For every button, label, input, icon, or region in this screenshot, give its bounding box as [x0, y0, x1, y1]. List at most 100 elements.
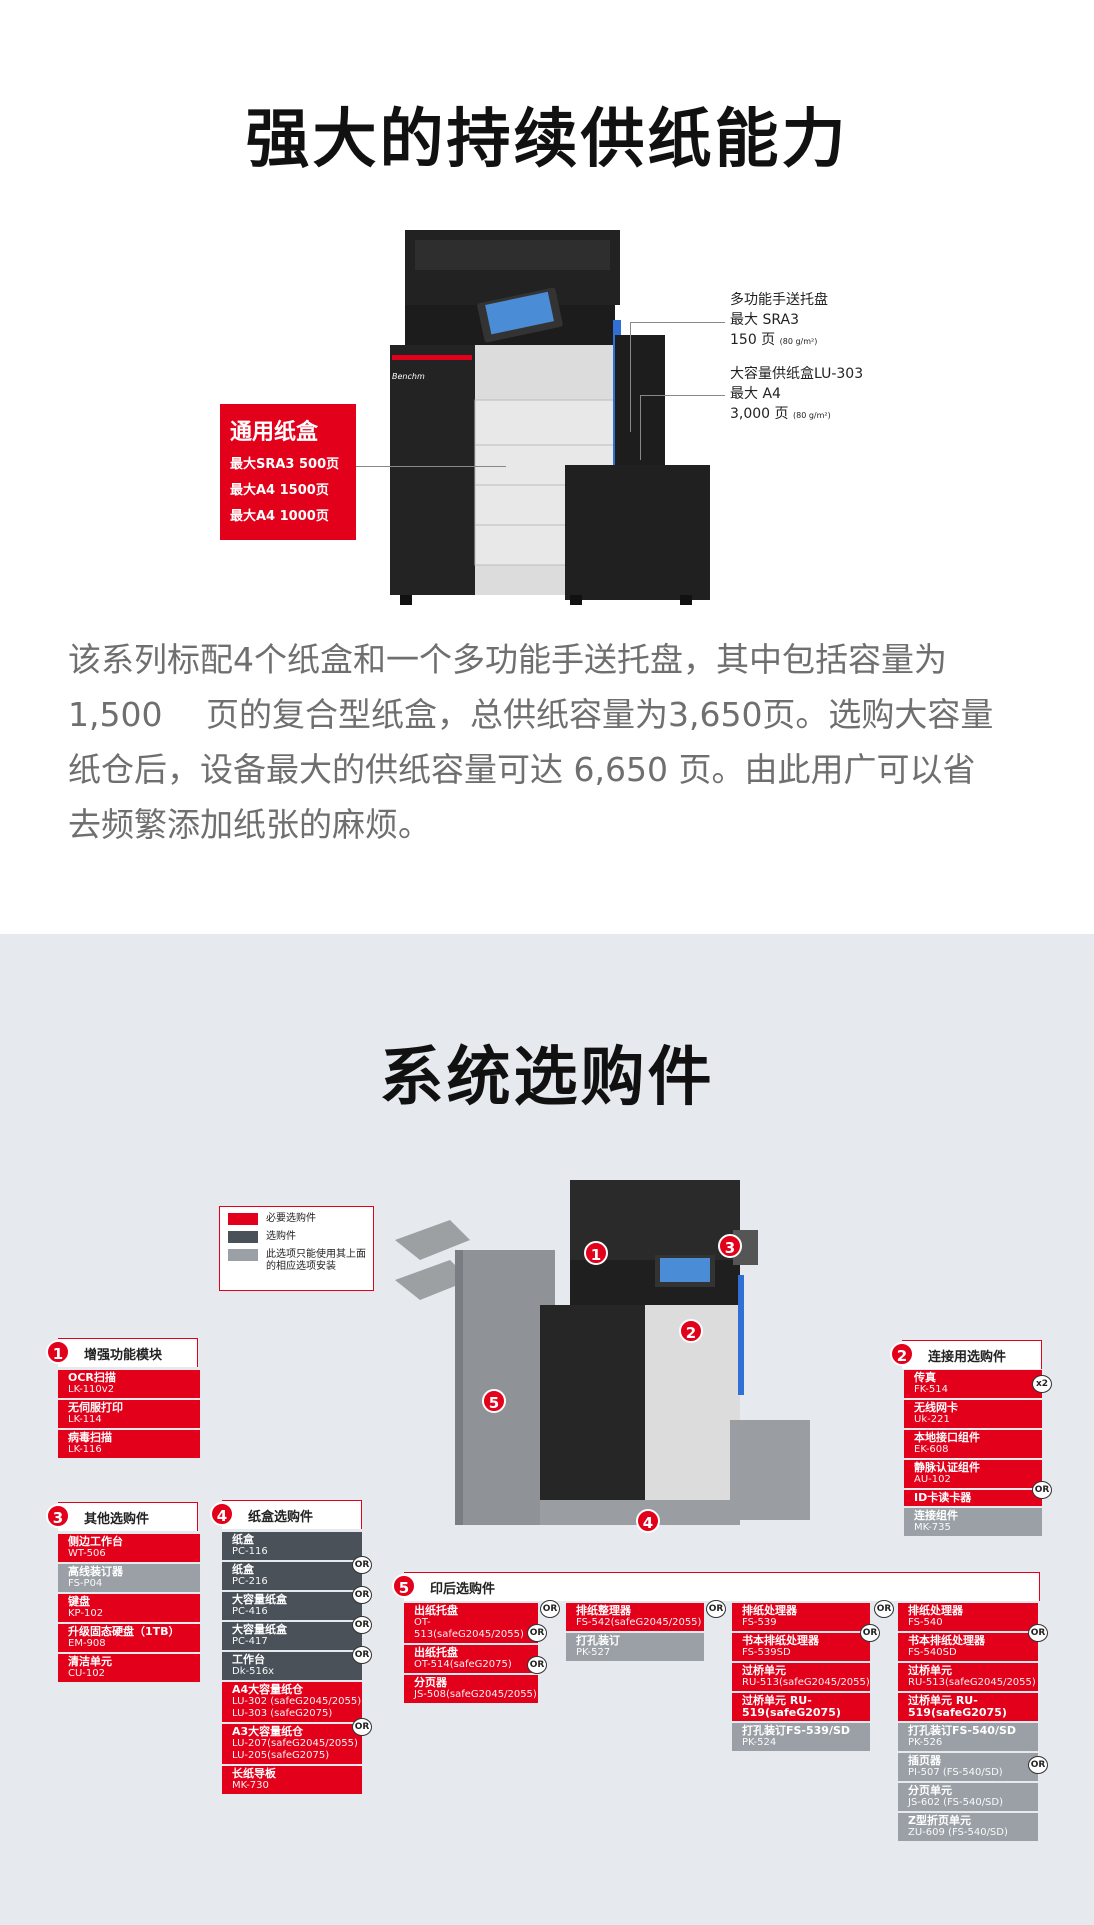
paper-supply-section: 强大的持续供纸能力 Benchm	[0, 0, 1094, 934]
group5-header: 印后选购件	[404, 1572, 1040, 1601]
option-code: FS-539	[742, 1617, 777, 1628]
option-name: 分页器	[414, 1676, 447, 1689]
option-code: OT-513(safeG2045/2055)	[414, 1617, 524, 1640]
option-name: 连接组件	[914, 1509, 958, 1522]
option-name: 升级固态硬盘（1TB）	[68, 1625, 180, 1638]
x2-badge: x2	[1032, 1375, 1052, 1393]
option-name: 大容量纸盒	[232, 1623, 287, 1636]
marker-5: 5	[482, 1389, 506, 1413]
option-name: 打孔装订FS-540/SD	[908, 1724, 1017, 1737]
group3-number: 3	[46, 1504, 70, 1528]
option-name: 分页单元	[908, 1784, 952, 1797]
or-badge: OR	[352, 1646, 372, 1664]
option-code: PC-417	[232, 1636, 268, 1647]
option-code: PK-524	[742, 1737, 777, 1748]
option-name: 插页器	[908, 1754, 941, 1767]
option-code: LU-302 (safeG2045/2055) LU-303 (safeG207…	[232, 1696, 362, 1719]
marker-1: 1	[584, 1241, 608, 1265]
option-name: 传真	[914, 1371, 936, 1384]
option-name: 书本排纸处理器	[742, 1634, 819, 1647]
description-paragraph: 该系列标配4个纸盒和一个多功能手送托盘，其中包括容量为 1,500 页的复合型纸…	[68, 632, 1028, 852]
option-code: RU-513(safeG2045/2055)	[742, 1677, 870, 1688]
group-title: 连接用选购件	[928, 1349, 1007, 1365]
legend-item: 必要选购件	[228, 1213, 373, 1225]
option-name: 病毒扫描	[68, 1431, 112, 1444]
option-code: LK-110v2	[68, 1384, 115, 1395]
group1-number: 1	[46, 1340, 70, 1364]
system-image	[395, 1180, 810, 1525]
universal-tray-box: 通用纸盒 最大SRA3 500页 最大A4 1500页 最大A4 1000页	[220, 404, 356, 540]
group4-header: 纸盒选购件	[222, 1500, 362, 1529]
option-code: PC-116	[232, 1546, 268, 1557]
option-code: PC-416	[232, 1606, 268, 1617]
paragraph-line: 纸仓后，设备最大的供纸容量可达 6,650 页。由此用广可以省	[68, 750, 976, 789]
option-code: WT-506	[68, 1548, 106, 1559]
callout-line	[630, 322, 631, 432]
or-badge: OR	[1032, 1481, 1052, 1499]
legend-label: 必要选购件	[266, 1213, 316, 1224]
legend-swatch	[228, 1249, 258, 1261]
callout-line	[630, 322, 725, 323]
option-name: 打孔装订	[576, 1634, 620, 1647]
group-title: 增强功能模块	[84, 1347, 163, 1363]
printer-image	[390, 230, 710, 605]
callout-text: 3,000 页	[730, 406, 789, 422]
or-badge: OR	[540, 1600, 560, 1618]
option-name: 清洁单元	[68, 1655, 112, 1668]
section-title: 系统选购件	[379, 1041, 715, 1115]
or-badge: OR	[352, 1586, 372, 1604]
callout-line	[356, 466, 506, 467]
option-code: OT-514(safeG2075)	[414, 1659, 512, 1670]
marker-3: 3	[718, 1234, 742, 1258]
option-name: 书本排纸处理器	[908, 1634, 985, 1647]
group-title: 印后选购件	[430, 1581, 496, 1597]
option-item: ID卡读卡器	[904, 1490, 1042, 1506]
option-code: FS-540SD	[908, 1647, 957, 1658]
option-code: LK-114	[68, 1414, 102, 1425]
tray-box-row: 最大SRA3 500页	[230, 457, 340, 472]
option-name: 过桥单元	[908, 1664, 952, 1677]
or-badge: OR	[860, 1624, 880, 1642]
option-name: ID卡读卡器	[914, 1491, 972, 1504]
option-code: JS-602 (FS-540/SD)	[908, 1797, 1004, 1808]
lcc-callout: 大容量供纸盒LU-303 最大 A4 3,000 页 (80 g/m²)	[730, 364, 863, 426]
or-badge: OR	[352, 1556, 372, 1574]
option-name: OCR扫描	[68, 1371, 116, 1384]
option-code: MK-735	[914, 1522, 951, 1533]
legend-label: 选购件	[266, 1231, 296, 1242]
callout-text: 最大 A4	[730, 386, 781, 402]
option-name: 排纸处理器	[742, 1604, 797, 1617]
or-badge: OR	[352, 1718, 372, 1736]
legend-swatch	[228, 1213, 258, 1225]
option-name: Z型折页单元	[908, 1814, 971, 1827]
option-name: 排纸整理器	[576, 1604, 631, 1617]
or-badge: OR	[706, 1600, 726, 1618]
legend-swatch	[228, 1231, 258, 1243]
group2-number: 2	[890, 1342, 914, 1366]
callout-text: 最大 SRA3	[730, 312, 799, 328]
group3-header: 其他选购件	[58, 1502, 198, 1531]
callout-line	[640, 395, 725, 396]
option-name: 大容量纸盒	[232, 1593, 287, 1606]
marker-2: 2	[679, 1319, 703, 1343]
